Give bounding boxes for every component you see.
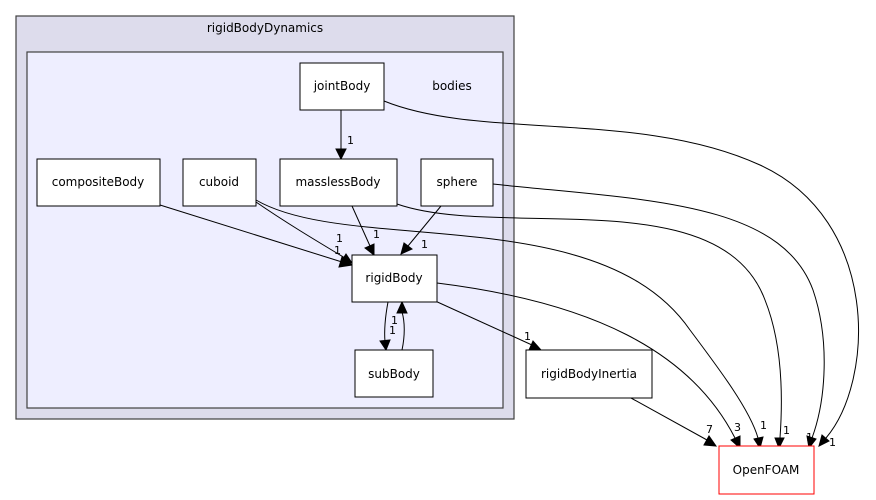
- node-label-cuboid: cuboid: [199, 175, 239, 189]
- node-OpenFOAM[interactable]: OpenFOAM: [718, 445, 815, 495]
- cluster-bodies[interactable]: bodies: [26, 51, 504, 409]
- edge-label: 1: [524, 330, 531, 343]
- node-compositeBody[interactable]: compositeBody: [36, 158, 161, 207]
- edge-masslessBody-OpenFOAM: 1: [396, 203, 790, 450]
- cluster-label-rigidBodyDynamics: rigidBodyDynamics: [207, 21, 323, 35]
- edge-label: 1: [421, 238, 428, 251]
- node-label-jointBody: jointBody: [313, 79, 371, 93]
- node-jointBody[interactable]: jointBody: [299, 62, 385, 111]
- edge-label: 3: [734, 421, 741, 434]
- edge-cuboid-OpenFOAM: 1: [255, 199, 767, 450]
- node-sphere[interactable]: sphere: [420, 158, 494, 207]
- edge-label: 1: [806, 431, 813, 444]
- node-cuboid[interactable]: cuboid: [182, 158, 257, 207]
- node-label-sphere: sphere: [437, 175, 478, 189]
- node-subBody[interactable]: subBody: [354, 349, 434, 398]
- edge-rigidBody-OpenFOAM: 3: [436, 282, 741, 450]
- edge-jointBody-masslessBody: 1: [335, 110, 354, 161]
- edge-label: 1: [336, 232, 343, 245]
- edge-label: 1: [389, 324, 396, 337]
- node-label-compositeBody: compositeBody: [52, 175, 145, 189]
- cluster-label-bodies: bodies: [432, 79, 472, 93]
- node-label-masslessBody: masslessBody: [295, 175, 380, 189]
- edge-rigidBody-rigidBodyInertia: 1: [432, 299, 543, 351]
- node-rigidBodyInertia[interactable]: rigidBodyInertia: [525, 349, 653, 399]
- edge-label: 1: [373, 228, 380, 241]
- node-label-OpenFOAM: OpenFOAM: [733, 463, 800, 477]
- edge-label: 1: [391, 314, 398, 327]
- node-masslessBody[interactable]: masslessBody: [279, 158, 398, 207]
- node-label-rigidBody: rigidBody: [365, 271, 422, 285]
- node-label-rigidBodyInertia: rigidBodyInertia: [541, 367, 637, 381]
- edge-sphere-OpenFOAM: 1: [492, 183, 825, 450]
- edge-jointBody-OpenFOAM: 1: [383, 100, 859, 449]
- edge-label: 1: [829, 436, 836, 449]
- node-label-subBody: subBody: [368, 367, 420, 381]
- edge-label: 1: [783, 424, 790, 437]
- edge-label: 7: [706, 423, 713, 436]
- edge-rigidBodyInertia-OpenFOAM: 7: [630, 397, 718, 447]
- edge-subBody-rigidBody: 1: [391, 300, 408, 351]
- edge-label: 1: [347, 134, 354, 147]
- edge-label: 1: [334, 244, 341, 257]
- edge-cuboid-rigidBody: 1: [255, 201, 353, 264]
- node-rigidBody[interactable]: rigidBody: [351, 254, 438, 303]
- edge-label: 1: [760, 419, 767, 432]
- edge-rigidBody-subBody: 1: [379, 301, 396, 352]
